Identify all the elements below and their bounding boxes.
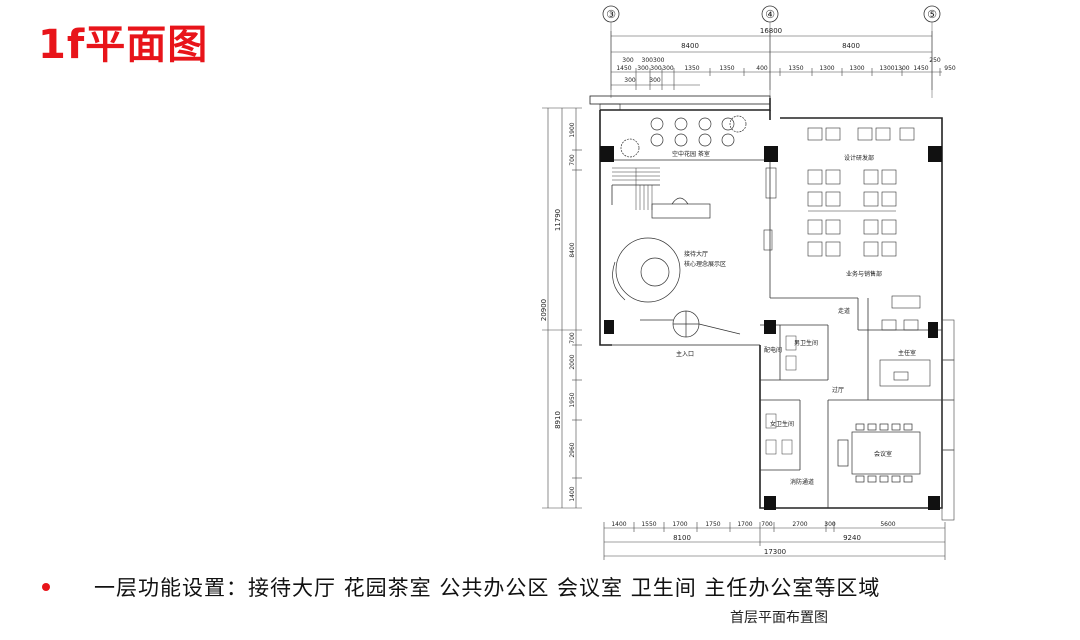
top-dimensions — [610, 31, 942, 90]
page-title: 1f平面图 — [38, 22, 209, 68]
svg-text:700: 700 — [761, 521, 773, 528]
room-label-lobby: 接待大厅 — [684, 250, 708, 258]
svg-text:300: 300 — [662, 65, 674, 72]
floor-plan-drawing: ③ ④ ⑤ 16800 8400 8400 1450 300 300 300 1… — [540, 5, 956, 560]
dim-top-left: 8400 — [681, 42, 699, 50]
svg-text:2700: 2700 — [792, 521, 807, 528]
svg-text:1900: 1900 — [569, 122, 576, 137]
bottom-dimensions — [603, 522, 946, 560]
dim-top-overall: 16800 — [760, 27, 782, 35]
dim-bottom-left: 8100 — [673, 534, 691, 542]
dim-bottom-right: 9240 — [843, 534, 861, 542]
stair — [612, 167, 660, 210]
dim-left-overall: 20900 — [540, 299, 548, 321]
svg-text:700: 700 — [569, 332, 576, 344]
bullet-dot — [42, 583, 50, 591]
room-label-director: 主任室 — [898, 349, 916, 357]
room-label-main-entrance: 主入口 — [676, 350, 694, 358]
svg-text:5600: 5600 — [880, 521, 895, 528]
svg-text:300: 300 — [824, 521, 836, 528]
axis-label: ⑤ — [927, 8, 937, 21]
window-frames — [941, 319, 955, 521]
meeting-table — [837, 423, 921, 483]
dim-bottom-overall: 17300 — [764, 548, 786, 556]
svg-text:250: 250 — [929, 57, 941, 64]
svg-text:1450: 1450 — [913, 65, 928, 72]
reception-desk — [651, 197, 711, 219]
office-desks — [763, 127, 915, 257]
svg-text:1950: 1950 — [569, 392, 576, 407]
svg-text:300: 300 — [650, 65, 662, 72]
dim-left-detail: 1900 700 8400 700 2000 1950 2960 1400 — [569, 122, 576, 501]
svg-text:300: 300 — [622, 57, 634, 64]
svg-text:300: 300 — [637, 65, 649, 72]
svg-text:1550: 1550 — [641, 521, 656, 528]
svg-text:1300: 1300 — [819, 65, 834, 72]
toilet-fixtures — [765, 335, 797, 455]
room-label-sales-dept: 业务与销售部 — [846, 270, 882, 278]
svg-text:700: 700 — [569, 154, 576, 166]
room-label-utility: 配电间 — [764, 346, 782, 354]
room-label-male-wc: 男卫生间 — [794, 339, 818, 347]
axis-label: ④ — [765, 8, 775, 21]
room-label-meeting: 会议室 — [874, 450, 892, 458]
svg-text:1750: 1750 — [705, 521, 720, 528]
tea-tables — [620, 115, 747, 158]
dim-bottom-detail: 1400 1550 1700 1750 1700 700 2700 300 56… — [611, 521, 895, 528]
svg-text:1300: 1300 — [849, 65, 864, 72]
room-label-fire-exit: 消防通道 — [790, 478, 814, 486]
structural-columns — [600, 146, 942, 510]
svg-text:1300: 1300 — [879, 65, 894, 72]
svg-text:2000: 2000 — [569, 354, 576, 369]
svg-text:1350: 1350 — [684, 65, 699, 72]
walls — [589, 95, 943, 509]
svg-text:300: 300 — [649, 77, 661, 84]
room-label-lobby-sub: 核心理念展示区 — [684, 260, 726, 268]
svg-text:1300: 1300 — [894, 65, 909, 72]
svg-text:300: 300 — [624, 77, 636, 84]
svg-text:1450: 1450 — [616, 65, 631, 72]
interior-walls — [611, 159, 942, 508]
svg-text:1350: 1350 — [788, 65, 803, 72]
svg-text:1700: 1700 — [737, 521, 752, 528]
plan-caption: 首层平面布置图 — [730, 610, 828, 626]
left-dimensions — [542, 107, 582, 509]
svg-text:300300: 300300 — [642, 57, 665, 64]
room-label-female-wc: 女卫生间 — [770, 420, 794, 428]
room-label-elevator-hall: 过厅 — [832, 386, 844, 394]
svg-text:1350: 1350 — [719, 65, 734, 72]
dim-left-upper: 11790 — [554, 209, 562, 231]
function-summary-text: 一层功能设置：接待大厅 花园茶室 公共办公区 会议室 卫生间 主任办公室等区域 — [94, 576, 881, 600]
svg-text:400: 400 — [756, 65, 768, 72]
svg-text:1400: 1400 — [611, 521, 626, 528]
axis-label: ③ — [606, 8, 616, 21]
svg-text:1700: 1700 — [672, 521, 687, 528]
svg-text:8400: 8400 — [569, 242, 576, 257]
function-summary: 一层功能设置：接待大厅 花园茶室 公共办公区 会议室 卫生间 主任办公室等区域 — [42, 572, 880, 602]
dim-top-detail-row: 1450 300 300 300 1350 1350 400 1350 1300… — [616, 57, 956, 84]
svg-text:1400: 1400 — [569, 486, 576, 501]
revolving-door — [640, 310, 741, 338]
room-label-garden-tea: 空中花园 茶室 — [672, 150, 710, 158]
dim-top-right: 8400 — [842, 42, 860, 50]
dim-left-lower: 8910 — [554, 411, 562, 429]
room-label-corridor: 走道 — [838, 307, 850, 315]
director-furniture — [879, 295, 931, 387]
room-label-design-dept: 设计研发部 — [844, 154, 874, 162]
lobby-display — [612, 237, 681, 303]
svg-text:950: 950 — [944, 65, 956, 72]
svg-text:2960: 2960 — [569, 442, 576, 457]
